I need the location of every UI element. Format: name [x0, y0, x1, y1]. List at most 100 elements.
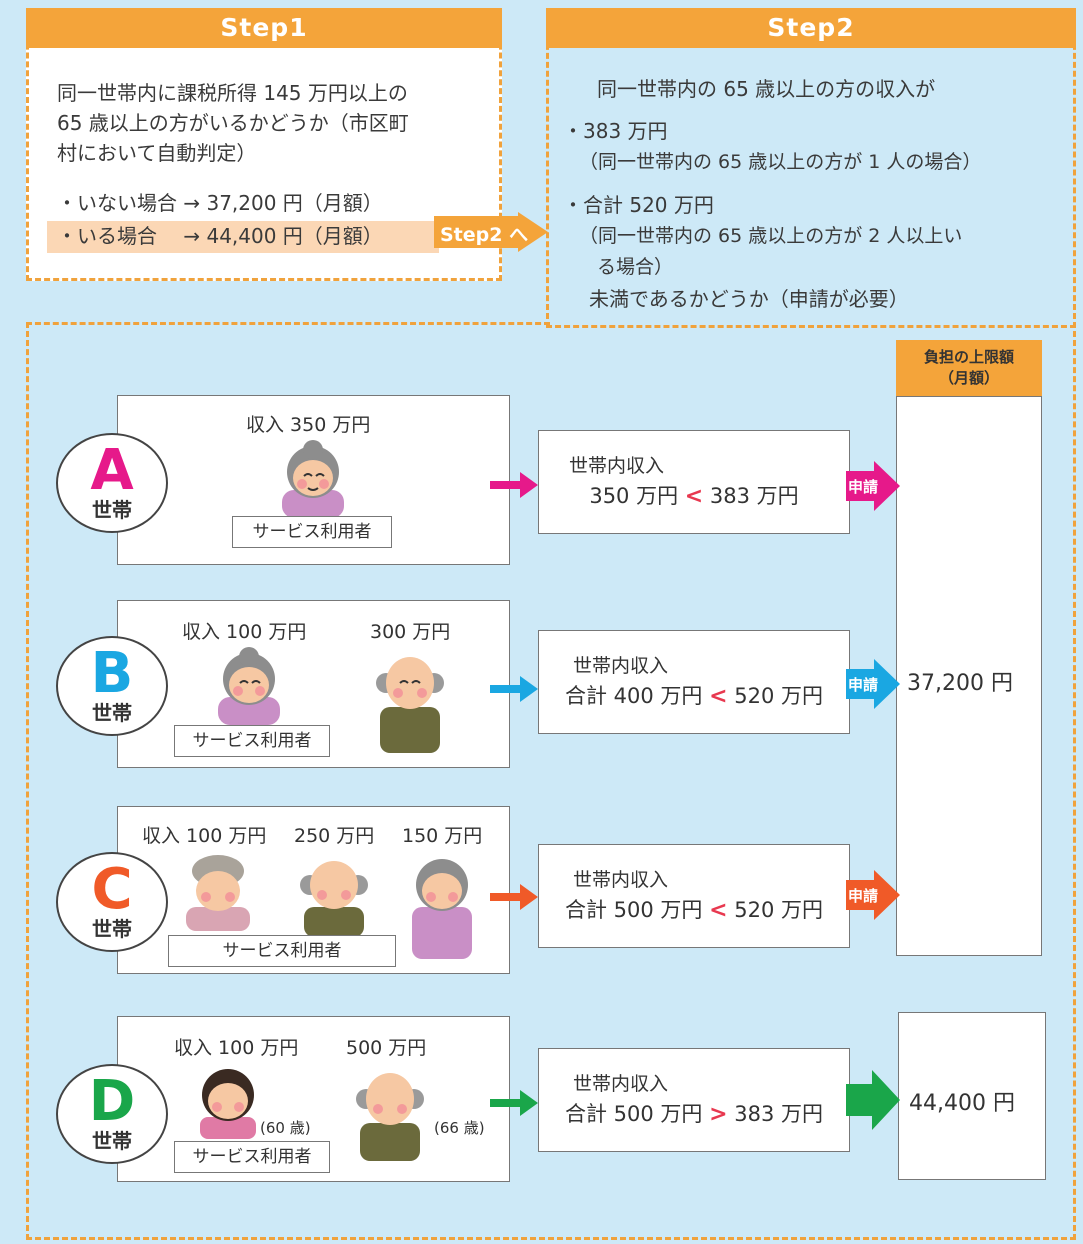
household-b-left: 合計 400 万円 — [564, 684, 703, 708]
household-d-age2: (66 歳) — [434, 1119, 485, 1137]
household-a-income1: 収入 350 万円 — [246, 414, 371, 436]
household-b-letter: B — [90, 641, 134, 706]
step1-header: Step1 — [26, 8, 502, 48]
limit-box-low: 37,200 円 — [896, 396, 1042, 956]
step2-item1-note: （同一世帯内の 65 歳以上の方が 1 人の場合） — [579, 151, 982, 173]
household-d-income2: 500 万円 — [346, 1037, 427, 1059]
apply-arrow-icon — [846, 870, 900, 920]
household-a-box: 収入 350 万円 サービス利用者 — [117, 395, 510, 565]
household-b-right: 520 万円 — [734, 684, 823, 708]
limit-value-high: 44,400 円 — [909, 1091, 1015, 1116]
household-c-compare: 合計 500 万円 < 520 万円 — [539, 895, 849, 926]
limit-box-high: 44,400 円 — [898, 1012, 1046, 1180]
household-c-setai: 世帯 — [92, 917, 132, 941]
household-c-income-box: 世帯内収入 合計 500 万円 < 520 万円 — [538, 844, 850, 948]
household-b-apply: 申請 — [848, 676, 879, 694]
elderly-woman-icon — [206, 645, 292, 725]
step1-option-yes: ・いる場合 → 44,400 円（月額） — [57, 224, 383, 248]
household-d-badge: D 世帯 — [56, 1064, 168, 1164]
household-c-letter: C — [91, 857, 133, 922]
step1-line3: 村において自動判定） — [57, 141, 257, 165]
household-c-income2: 250 万円 — [294, 825, 375, 847]
elderly-woman-icon — [402, 853, 482, 959]
household-c-income3: 150 万円 — [402, 825, 483, 847]
household-b-compare: 合計 400 万円 < 520 万円 — [539, 681, 849, 712]
household-income-label: 世帯内収入 — [573, 869, 669, 891]
household-d-income-box: 世帯内収入 合計 500 万円 > 383 万円 — [538, 1048, 850, 1152]
household-c-apply: 申請 — [848, 887, 879, 905]
service-user-label: サービス利用者 — [232, 516, 392, 548]
step1-option-none: ・いない場合 → 37,200 円（月額） — [57, 191, 383, 215]
household-b-income1: 収入 100 万円 — [182, 621, 307, 643]
to-step2-label: Step2 へ — [440, 224, 529, 246]
household-d-age1: (60 歳) — [260, 1119, 311, 1137]
household-a-compare: 350 万円 < 383 万円 — [539, 481, 849, 512]
step2-item2-note1: （同一世帯内の 65 歳以上の方が 2 人以上い — [579, 225, 963, 247]
step2-item1: ・383 万円 — [563, 119, 668, 143]
household-a-left: 350 万円 — [589, 484, 679, 508]
household-d-right: 383 万円 — [734, 1102, 823, 1126]
household-d-op: > — [709, 1102, 728, 1127]
step2-item2-note2: る場合） — [597, 256, 674, 278]
arrow-right-icon — [490, 884, 538, 910]
household-a-income-box: 世帯内収入 350 万円 < 383 万円 — [538, 430, 850, 534]
elderly-woman-hat-icon — [178, 851, 258, 931]
household-c-op: < — [709, 898, 728, 923]
step2-last: 未満であるかどうか（申請が必要） — [589, 287, 909, 311]
household-b-income-box: 世帯内収入 合計 400 万円 < 520 万円 — [538, 630, 850, 734]
household-a-badge: A 世帯 — [56, 433, 168, 533]
household-a-arrow — [490, 470, 538, 500]
household-a-apply-arrow: 申請 — [846, 461, 900, 511]
household-c-badge: C 世帯 — [56, 852, 168, 952]
household-b-setai: 世帯 — [92, 701, 132, 725]
household-income-label: 世帯内収入 — [573, 1073, 669, 1095]
household-d-left: 合計 500 万円 — [564, 1102, 703, 1126]
step1-line1: 同一世帯内に課税所得 145 万円以上の — [57, 81, 408, 105]
household-d-compare: 合計 500 万円 > 383 万円 — [539, 1099, 849, 1130]
to-step2-arrow: Step2 へ — [434, 212, 550, 252]
service-user-label: サービス利用者 — [174, 1141, 330, 1173]
step1-line2: 65 歳以上の方がいるかどうか（市区町 — [57, 111, 409, 135]
limit-value-low: 37,200 円 — [907, 671, 1013, 696]
household-b-arrow — [490, 674, 538, 704]
household-b-badge: B 世帯 — [56, 636, 168, 736]
household-a-letter: A — [90, 438, 134, 503]
arrow-right-icon — [490, 472, 538, 498]
to-step2-arrow-icon — [434, 212, 548, 252]
step2-item2: ・合計 520 万円 — [563, 193, 714, 217]
household-d-letter: D — [88, 1069, 136, 1134]
elderly-man-icon — [294, 851, 374, 937]
apply-arrow-icon — [846, 659, 900, 709]
elderly-woman-icon — [270, 438, 356, 518]
apply-arrow-icon — [846, 461, 900, 511]
household-c-box: 収入 100 万円 250 万円 150 万円 — [117, 806, 510, 974]
step2-panel: Step2 同一世帯内の 65 歳以上の方の収入が ・383 万円 （同一世帯内… — [546, 8, 1076, 328]
service-user-label: サービス利用者 — [174, 725, 330, 757]
step2-line1: 同一世帯内の 65 歳以上の方の収入が — [597, 77, 936, 101]
household-b-apply-arrow: 申請 — [846, 659, 900, 709]
household-c-apply-arrow: 申請 — [846, 870, 900, 920]
household-a-right: 383 万円 — [709, 484, 799, 508]
elderly-man-icon — [370, 649, 450, 753]
household-income-label: 世帯内収入 — [569, 455, 665, 477]
limit-header-line1: 負担の上限額 — [923, 348, 1014, 366]
arrow-right-icon — [490, 676, 538, 702]
household-income-label: 世帯内収入 — [573, 655, 669, 677]
household-c-arrow — [490, 882, 538, 912]
household-d-box: 収入 100 万円 500 万円 (60 歳) (66 歳) サービス利用 — [117, 1016, 510, 1182]
lower-panel-top-edge — [26, 322, 550, 325]
household-c-income1: 収入 100 万円 — [142, 825, 267, 847]
household-d-setai: 世帯 — [92, 1129, 132, 1153]
household-a-setai: 世帯 — [92, 498, 132, 522]
elderly-man-icon — [350, 1065, 430, 1161]
household-a-apply: 申請 — [848, 478, 879, 496]
lower-panel — [26, 322, 1076, 1240]
household-b-box: 収入 100 万円 300 万円 サ — [117, 600, 510, 768]
arrow-right-icon — [490, 1090, 538, 1116]
arrow-right-icon — [846, 1070, 900, 1130]
household-a-op: < — [684, 484, 704, 509]
household-d-income1: 収入 100 万円 — [174, 1037, 299, 1059]
household-d-result-arrow — [846, 1070, 900, 1130]
household-b-income2: 300 万円 — [370, 621, 451, 643]
